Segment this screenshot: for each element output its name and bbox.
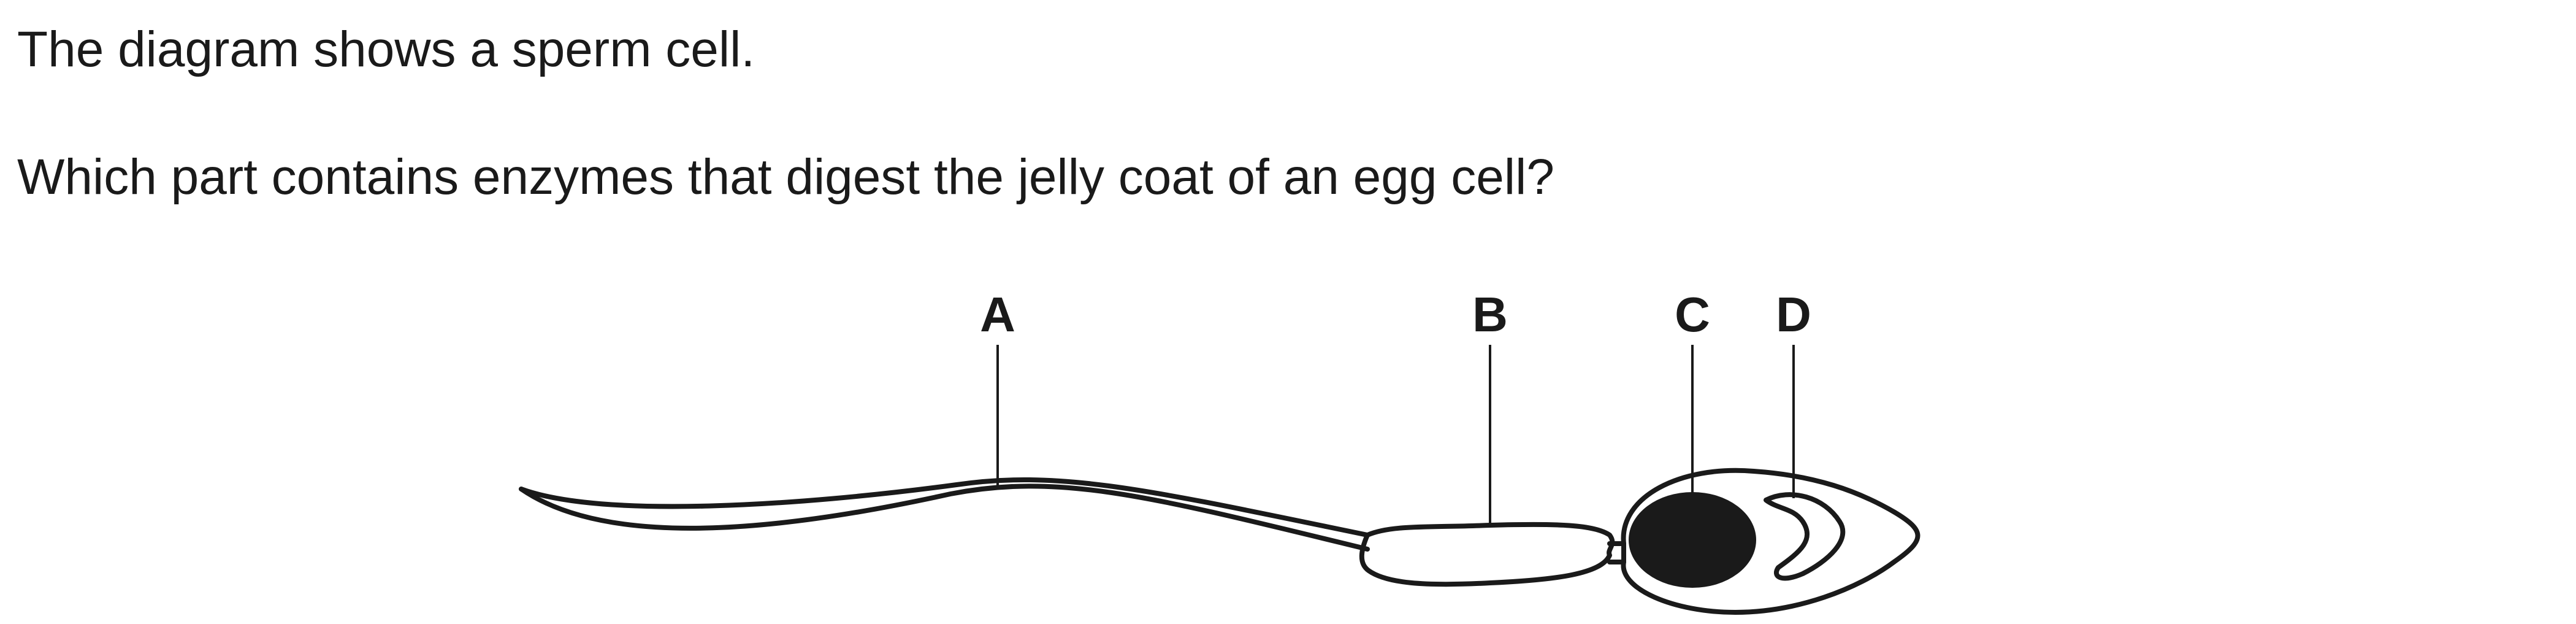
label-c: C — [1675, 287, 1710, 342]
middle-piece — [1359, 522, 1615, 587]
label-b: B — [1472, 287, 1508, 342]
tail — [519, 483, 1370, 552]
label-a: A — [980, 287, 1015, 342]
nucleus — [1629, 492, 1756, 588]
intro-text: The diagram shows a sperm cell. — [17, 21, 755, 77]
acrosome — [1764, 492, 1846, 581]
head — [1621, 468, 1921, 615]
tail-inner-edge — [519, 477, 1370, 537]
label-d: D — [1776, 287, 1811, 342]
question-text: Which part contains enzymes that digest … — [17, 149, 1554, 205]
